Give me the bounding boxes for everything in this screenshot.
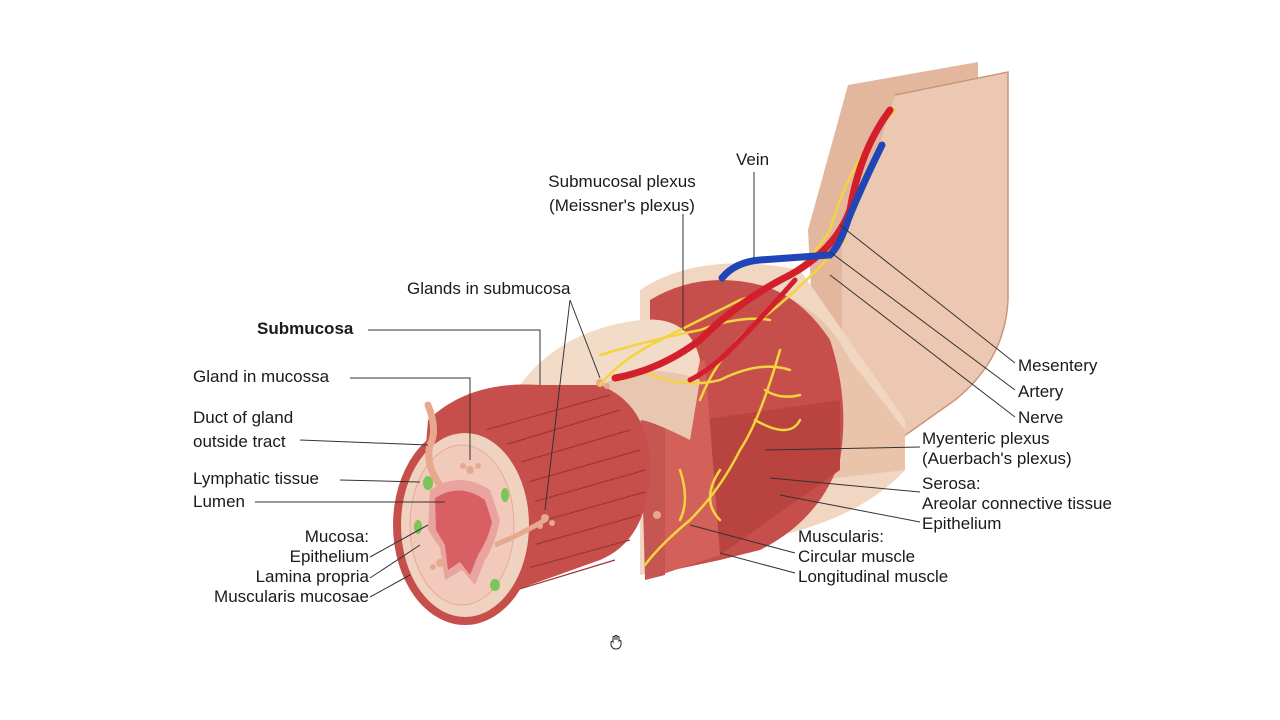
cross-section bbox=[393, 425, 537, 625]
label-duct-of-gland-line1: Duct of gland bbox=[193, 406, 293, 430]
muscularis-label-group: Muscularis: Circular muscle Longitudinal… bbox=[798, 527, 948, 587]
label-areolar-connective-tissue: Areolar connective tissue bbox=[922, 494, 1112, 514]
label-submucosa: Submucosa bbox=[257, 319, 353, 339]
label-muscularis-mucosae: Muscularis mucosae bbox=[180, 587, 369, 607]
label-muscularis-heading: Muscularis: bbox=[798, 527, 948, 547]
lymphatic-nodule bbox=[490, 579, 500, 591]
label-lumen: Lumen bbox=[193, 492, 245, 512]
label-myenteric-plexus-line1: Myenteric plexus bbox=[922, 429, 1072, 449]
label-epithelium-mucosa: Epithelium bbox=[180, 547, 369, 567]
label-myenteric-plexus: Myenteric plexus (Auerbach's plexus) bbox=[922, 429, 1072, 469]
label-nerve: Nerve bbox=[1018, 408, 1063, 428]
lymphatic-nodule bbox=[501, 488, 509, 502]
mucosa-label-group: Mucosa: Epithelium Lamina propria Muscul… bbox=[180, 527, 369, 607]
label-longitudinal-muscle: Longitudinal muscle bbox=[798, 567, 948, 587]
label-submucosal-plexus-line2: (Meissner's plexus) bbox=[537, 194, 707, 218]
label-vein: Vein bbox=[736, 150, 769, 170]
label-epithelium-serosa: Epithelium bbox=[922, 514, 1112, 534]
label-duct-of-gland-line2: outside tract bbox=[193, 430, 293, 454]
label-mesentery: Mesentery bbox=[1018, 356, 1097, 376]
label-duct-of-gland: Duct of gland outside tract bbox=[193, 406, 293, 454]
hand-cursor-icon bbox=[609, 634, 623, 650]
label-serosa-heading: Serosa: bbox=[922, 474, 1112, 494]
label-myenteric-plexus-line2: (Auerbach's plexus) bbox=[922, 449, 1072, 469]
label-circular-muscle: Circular muscle bbox=[798, 547, 948, 567]
label-gland-in-mucossa: Gland in mucossa bbox=[193, 367, 329, 387]
label-lymphatic-tissue: Lymphatic tissue bbox=[193, 469, 319, 489]
label-submucosal-plexus-line1: Submucosal plexus bbox=[537, 170, 707, 194]
label-mucosa-heading: Mucosa: bbox=[180, 527, 369, 547]
label-artery: Artery bbox=[1018, 382, 1063, 402]
label-glands-in-submucosa: Glands in submucosa bbox=[407, 279, 570, 299]
label-lamina-propria: Lamina propria bbox=[180, 567, 369, 587]
serosa-label-group: Serosa: Areolar connective tissue Epithe… bbox=[922, 474, 1112, 534]
label-submucosal-plexus: Submucosal plexus (Meissner's plexus) bbox=[537, 170, 707, 218]
